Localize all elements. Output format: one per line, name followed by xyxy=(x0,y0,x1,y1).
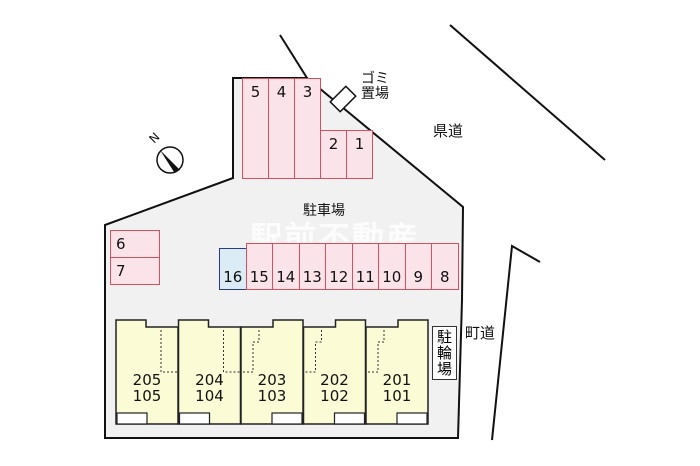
town-road-label: 町道 xyxy=(465,324,496,342)
parking-space-number: 9 xyxy=(413,268,424,286)
parking-space: 11 xyxy=(351,243,379,290)
parking-space-number: 5 xyxy=(250,83,261,101)
unit-upper-number: 203 xyxy=(257,371,287,389)
unit-lower-number: 103 xyxy=(257,387,287,405)
parking-space: 2 xyxy=(320,130,347,179)
unit-upper-number: 205 xyxy=(132,371,162,389)
apartment-unit xyxy=(240,319,304,425)
road-edge xyxy=(491,244,541,441)
parking-space-number: 8 xyxy=(439,268,450,286)
parking-space-number: 13 xyxy=(302,268,322,286)
apartment-unit xyxy=(302,319,367,425)
apartment-unit xyxy=(365,319,429,425)
unit-upper-number: 202 xyxy=(320,371,349,389)
parking-space: 8 xyxy=(431,243,459,290)
parking-space-number: 7 xyxy=(116,262,126,280)
parking-space: 12 xyxy=(325,243,353,290)
parking-space-number: 10 xyxy=(382,268,402,286)
parking-space-number: 3 xyxy=(302,83,313,101)
parking-space: 15 xyxy=(245,243,273,290)
unit-lower-number: 104 xyxy=(195,387,224,405)
parking-space: 5 xyxy=(242,78,269,179)
parking-space-number: 1 xyxy=(354,135,365,153)
parking-space: 3 xyxy=(294,78,321,179)
parking-space: 6 xyxy=(110,230,160,258)
parking-space-number: 4 xyxy=(276,83,287,101)
balcony xyxy=(116,412,148,425)
parking-space-number: 15 xyxy=(249,268,269,286)
interior-partition xyxy=(366,330,385,373)
interior-partition xyxy=(160,330,178,373)
unit-upper-number: 201 xyxy=(382,371,412,389)
unit-upper-number: 204 xyxy=(195,371,224,389)
unit-lower-number: 105 xyxy=(132,387,162,405)
unit-lower-number: 102 xyxy=(320,387,349,405)
parking-space-number: 11 xyxy=(355,268,375,286)
parking-space-number: 12 xyxy=(329,268,349,286)
balcony xyxy=(396,412,428,425)
garbage-area-label: ゴミ置場 xyxy=(361,71,389,102)
prefectural-road-label: 県道 xyxy=(433,122,464,140)
bicycle-parking-label: 駐輪場 xyxy=(432,326,457,380)
parking-space: 13 xyxy=(298,243,326,290)
balcony xyxy=(178,412,211,425)
parking-space: 16 xyxy=(219,248,247,290)
compass-icon xyxy=(156,146,184,174)
road-edge xyxy=(449,24,606,161)
garbage-area-icon xyxy=(329,85,357,113)
parking-space: 4 xyxy=(268,78,295,179)
parking-space-number: 2 xyxy=(328,135,339,153)
interior-partition xyxy=(241,330,260,373)
interior-partition xyxy=(303,330,322,373)
parking-space-number: 6 xyxy=(116,235,126,253)
balcony xyxy=(333,412,366,425)
parking-space: 9 xyxy=(404,243,432,290)
parking-space: 14 xyxy=(272,243,300,290)
balcony xyxy=(271,412,303,425)
parking-label: 駐車場 xyxy=(303,203,345,219)
interior-partition xyxy=(223,330,241,373)
parking-space-number: 14 xyxy=(276,268,296,286)
road-edge xyxy=(279,34,308,79)
parking-space-number: 16 xyxy=(223,268,243,286)
unit-lower-number: 101 xyxy=(382,387,412,405)
parking-space: 10 xyxy=(378,243,406,290)
parking-space: 7 xyxy=(110,257,160,285)
parking-space: 1 xyxy=(346,130,373,179)
